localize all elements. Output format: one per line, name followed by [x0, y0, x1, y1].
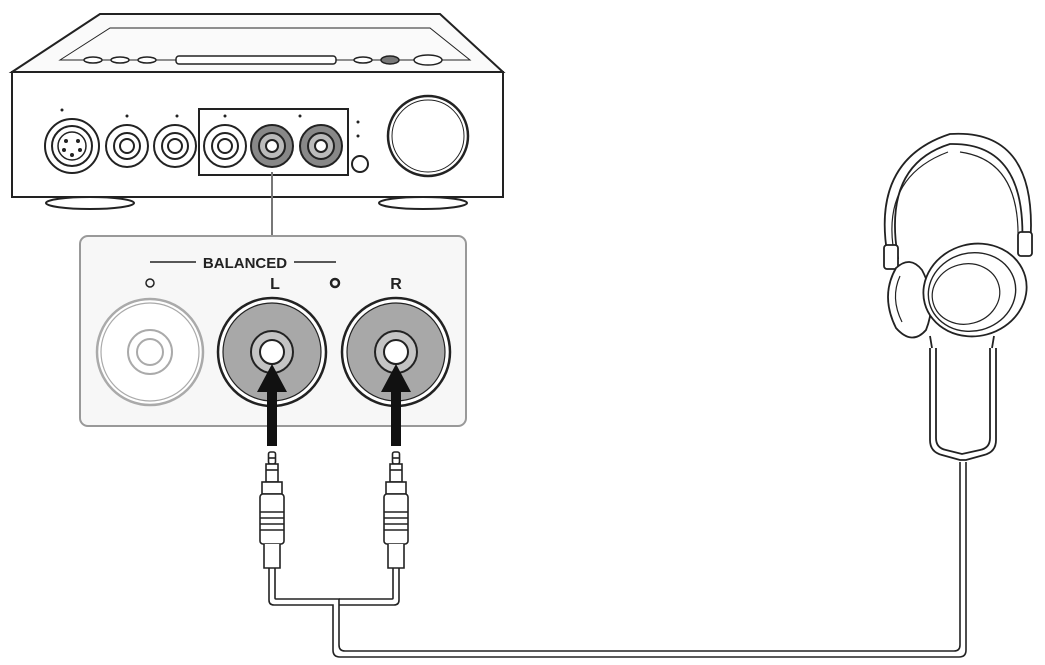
headphone-cable — [268, 462, 967, 658]
panel-jack-balanced-l — [216, 296, 328, 408]
front-jack-plain — [203, 124, 247, 168]
jack-plug-icon-left — [259, 451, 285, 569]
marker-plain — [145, 278, 155, 288]
front-jack-b — [153, 124, 197, 168]
front-jack-a — [105, 124, 149, 168]
marker-balanced — [329, 277, 341, 289]
arrow-up-icon-right — [381, 364, 411, 446]
balanced-label: BALANCED — [203, 255, 287, 272]
amplifier-device — [8, 13, 506, 210]
headphones-icon — [883, 132, 1033, 461]
arrow-up-icon-left — [257, 364, 287, 446]
front-xlr-jack — [44, 118, 100, 174]
panel-jack-plain — [95, 297, 205, 407]
zoom-panel: BALANCED L R — [79, 235, 467, 427]
front-balanced-l — [250, 124, 294, 168]
volume-knob — [386, 94, 470, 178]
label-l: L — [270, 276, 280, 293]
front-balanced-r — [299, 124, 343, 168]
jack-plug-icon-right — [383, 451, 409, 569]
panel-jack-balanced-r — [340, 296, 452, 408]
top-controls — [83, 54, 443, 66]
label-r: R — [390, 276, 402, 293]
